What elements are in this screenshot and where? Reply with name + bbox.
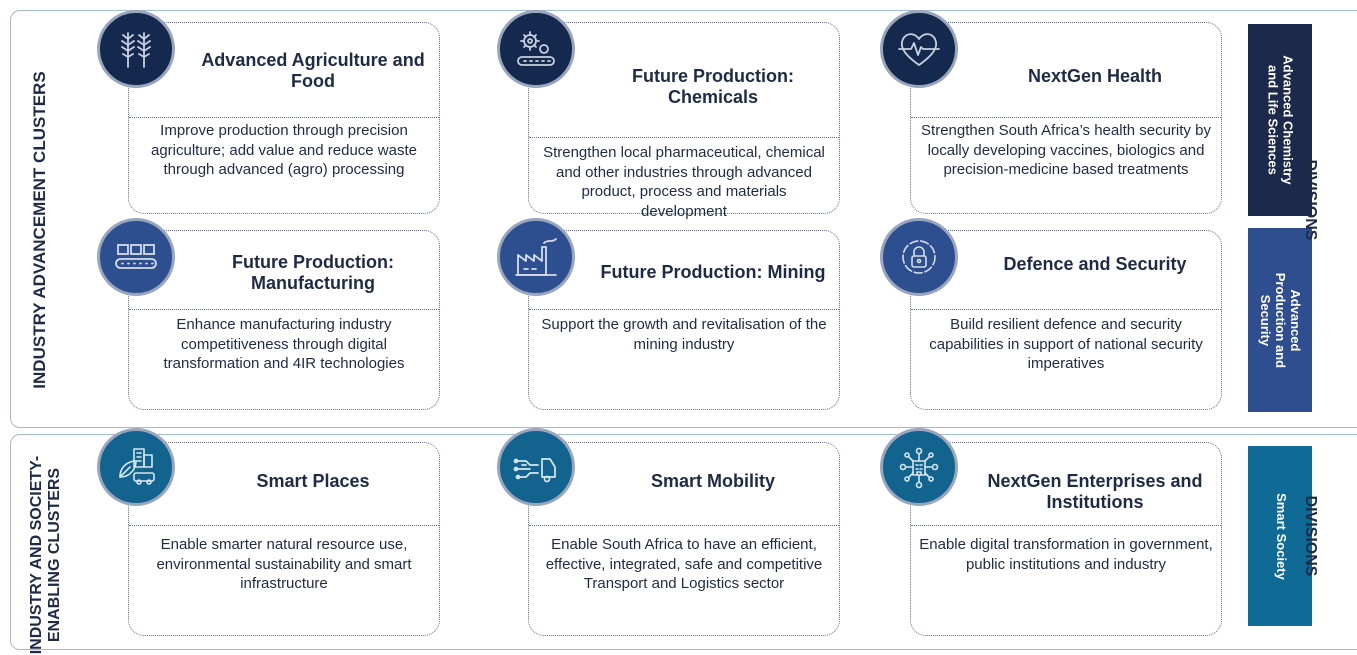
cluster-card-mining: Future Production: Mining Support the gr…: [528, 230, 840, 410]
cluster-card-agriculture: Advanced Agriculture and Food Improve pr…: [128, 22, 440, 214]
cluster-card-defence: Defence and Security Build resilient def…: [910, 230, 1222, 410]
cluster-description: Support the growth and revitalisation of…: [541, 316, 827, 353]
conveyor-belt-icon: [97, 218, 175, 296]
smart-truck-icon: [497, 428, 575, 506]
cluster-title: Advanced Agriculture and Food: [201, 49, 425, 91]
smart-city-icon: [97, 428, 175, 506]
cluster-card-manufacturing: Future Production: Manufacturing Enhance…: [128, 230, 440, 410]
cluster-description: Enable smarter natural resource use, env…: [156, 536, 412, 592]
factory-icon: [497, 218, 575, 296]
cluster-description: Build resilient defence and security cap…: [929, 316, 1203, 372]
cluster-card-smart-mobility: Smart Mobility Enable South Africa to ha…: [528, 442, 840, 636]
cluster-card-health: NextGen Health Strengthen South Africa’s…: [910, 22, 1222, 214]
cluster-title: NextGen Enterprises and Institutions: [987, 470, 1203, 512]
wheat-icon: [97, 10, 175, 88]
cluster-card-chemicals: Future Production: Chemicals Strengthen …: [528, 22, 840, 220]
section-label-society-enabling: INDUSTRY AND SOCIETY-ENABLING CLUSTERS: [28, 455, 63, 655]
cluster-card-nextgen-enterprises: NextGen Enterprises and Institutions Ena…: [910, 442, 1222, 636]
cluster-title: Smart Places: [256, 471, 370, 492]
cluster-description: Enhance manufacturing industry competiti…: [163, 316, 405, 372]
cluster-description: Strengthen South Africa’s health securit…: [921, 122, 1211, 178]
divisions-label-bottom: DIVISIONS: [1301, 495, 1319, 577]
cluster-description: Enable digital transformation in governm…: [919, 536, 1213, 573]
cluster-title: Future Production: Mining: [600, 262, 826, 283]
divisions-label-top: DIVISIONS: [1301, 159, 1319, 241]
division-smart-society: Smart Society: [1248, 446, 1312, 626]
network-building-icon: [880, 428, 958, 506]
cluster-card-smart-places: Smart Places Enable smarter natural reso…: [128, 442, 440, 636]
section-label-industry-advancement: INDUSTRY ADVANCEMENT CLUSTERS: [29, 71, 49, 389]
cluster-description: Enable South Africa to have an efficient…: [545, 536, 823, 592]
cluster-description: Improve production through precision agr…: [150, 122, 417, 178]
cluster-title: Future Production: Chemicals: [632, 65, 794, 107]
cluster-title: Future Production: Manufacturing: [232, 251, 394, 293]
cluster-title: NextGen Health: [1027, 66, 1163, 87]
heartbeat-icon: [880, 10, 958, 88]
gears-conveyor-icon: [497, 10, 575, 88]
cluster-description: Strengthen local pharmaceutical, chemica…: [543, 144, 825, 220]
cluster-title: Smart Mobility: [650, 471, 775, 492]
cluster-title: Defence and Security: [1003, 254, 1187, 275]
padlock-icon: [880, 218, 958, 296]
